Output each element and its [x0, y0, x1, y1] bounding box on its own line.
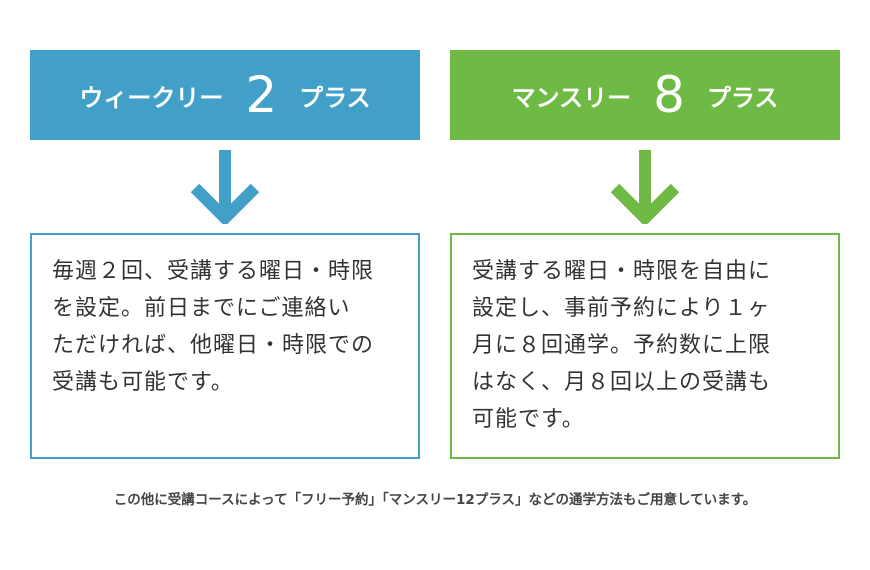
weekly-plan: ウィークリー 2 プラス 毎週２回、受講する曜日・時限 を設定。前日までにご連絡… [30, 50, 420, 459]
description-line: 受講する曜日・時限を自由に [472, 259, 772, 284]
plan-title-prefix: マンスリー [511, 83, 632, 112]
monthly-plan: マンスリー 8 プラス 受講する曜日・時限を自由に 設定し、事前予約により１ヶ … [450, 50, 840, 459]
description-line: 月に８回通学。予約数に上限 [472, 333, 772, 358]
plan-number: 2 [245, 66, 278, 124]
description-line: 受講も可能です。 [52, 370, 234, 395]
description-line: 毎週２回、受講する曜日・時限 [52, 259, 375, 284]
monthly-plan-description: 受講する曜日・時限を自由に 設定し、事前予約により１ヶ 月に８回通学。予約数に上… [450, 233, 840, 459]
description-line: 設定し、事前予約により１ヶ [472, 296, 771, 321]
description-line: を設定。前日までにご連絡い [52, 296, 351, 321]
plan-number: 8 [653, 66, 685, 124]
weekly-plan-description: 毎週２回、受講する曜日・時限 を設定。前日までにご連絡い ただければ、他曜日・時… [30, 233, 420, 459]
arrow-down-icon [190, 150, 260, 224]
plan-title-prefix: ウィークリー [79, 83, 224, 112]
plan-title-suffix: プラス [706, 83, 779, 112]
weekly-plan-header: ウィークリー 2 プラス [30, 50, 420, 140]
description-line: 可能です。 [472, 407, 585, 432]
description-line: ただければ、他曜日・時限での [52, 333, 375, 358]
description-line: はなく、月８回以上の受講も [472, 370, 772, 395]
footnote: この他に受講コースによって「フリー予約」「マンスリー12プラス」などの通学方法も… [113, 492, 757, 508]
monthly-plan-header: マンスリー 8 プラス [450, 50, 840, 140]
arrow-down-icon [610, 150, 680, 224]
plan-title-suffix: プラス [299, 83, 371, 112]
